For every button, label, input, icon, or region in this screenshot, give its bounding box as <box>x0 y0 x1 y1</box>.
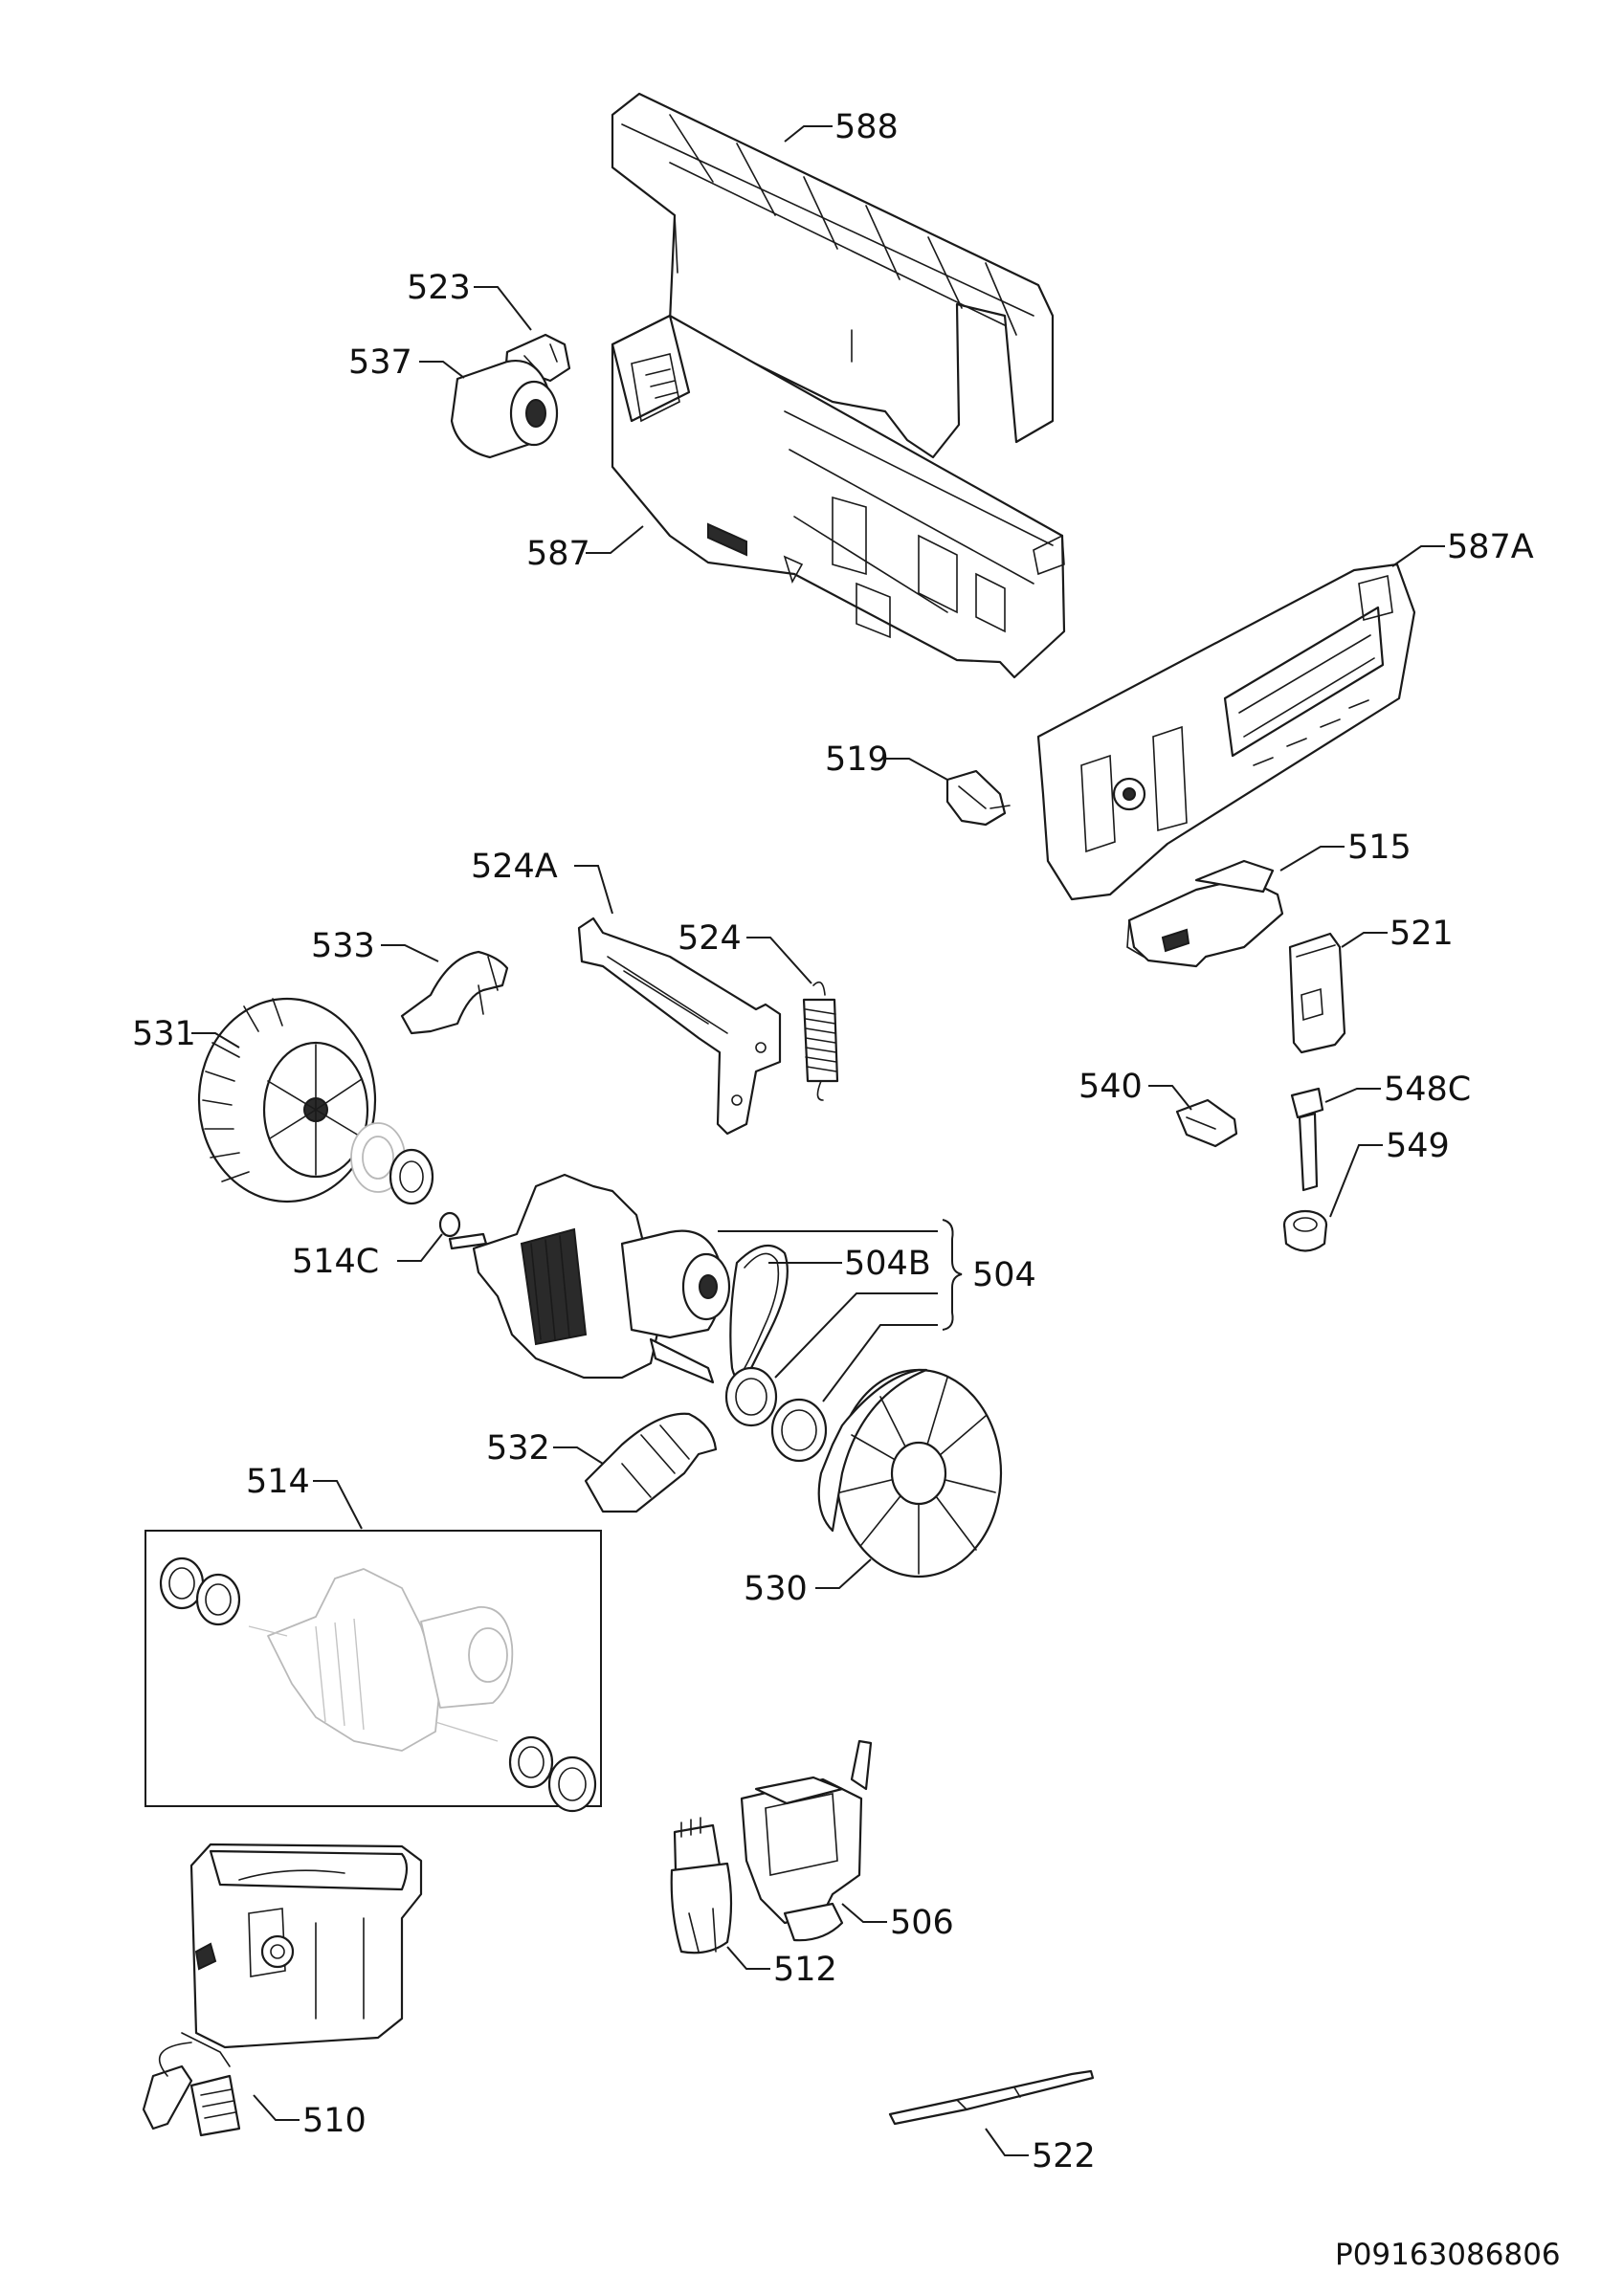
leader-531 <box>191 1032 240 1049</box>
label-532: 532 <box>486 1429 550 1468</box>
leader-522 <box>985 2128 1029 2156</box>
part-motor <box>448 1173 731 1384</box>
part-588-cover <box>611 92 1055 459</box>
leader-504-ring1 <box>774 1292 938 1379</box>
label-530: 530 <box>744 1570 808 1608</box>
leader-lines <box>191 125 1445 2156</box>
drawing-code: P09163086806 <box>1335 2238 1561 2272</box>
kit-frame <box>145 1530 602 1807</box>
label-506: 506 <box>890 1904 954 1942</box>
label-540: 540 <box>1078 1068 1143 1106</box>
leader-532 <box>553 1446 604 1465</box>
part-514-motor-kit <box>145 1530 602 1813</box>
label-523: 523 <box>407 269 471 307</box>
leader-515 <box>1279 846 1345 872</box>
leader-506 <box>841 1903 887 1923</box>
label-537: 537 <box>348 343 412 382</box>
leader-514C <box>397 1233 443 1262</box>
leader-588 <box>784 125 833 143</box>
leader-533 <box>381 944 439 962</box>
part-504B-belt <box>729 1244 789 1382</box>
part-540-switch <box>1175 1098 1238 1148</box>
leader-587 <box>586 525 644 554</box>
leader-549 <box>1329 1144 1383 1218</box>
label-522: 522 <box>1032 2137 1096 2175</box>
label-504: 504 <box>972 1256 1036 1294</box>
label-504B: 504B <box>844 1245 931 1283</box>
leader-510 <box>253 2094 300 2121</box>
part-537-capacitor <box>450 360 559 459</box>
part-521-sensor <box>1288 932 1346 1054</box>
leader-512 <box>726 1946 770 1970</box>
part-510-housing <box>181 1843 423 2067</box>
label-588: 588 <box>834 108 899 146</box>
leader-521 <box>1341 932 1388 948</box>
label-514: 514 <box>246 1463 310 1501</box>
part-549-grommet <box>1282 1209 1328 1252</box>
callout-labels: 588 523 537 587 587A 519 515 524A 524 53… <box>132 108 1534 2175</box>
label-549: 549 <box>1386 1127 1450 1165</box>
leader-548C <box>1324 1088 1381 1103</box>
brace-504 <box>942 1219 963 1331</box>
part-548C-ntc <box>1290 1087 1324 1192</box>
part-531-fan <box>197 997 377 1203</box>
part-522-strip <box>888 2069 1095 2126</box>
label-521: 521 <box>1390 915 1454 953</box>
leader-540 <box>1148 1085 1192 1111</box>
label-548C: 548C <box>1384 1071 1471 1109</box>
part-524A-bracket <box>577 916 782 1136</box>
leader-523 <box>474 286 532 331</box>
part-587-control-board <box>611 314 1066 679</box>
part-506-pump <box>740 1739 873 1942</box>
label-533: 533 <box>311 927 375 965</box>
label-514C: 514C <box>292 1243 379 1281</box>
leader-524 <box>746 937 812 984</box>
part-533-bearing-cap <box>400 950 509 1035</box>
part-bearing-rings <box>350 1122 461 1238</box>
part-530-blower <box>817 1368 1003 1578</box>
part-532-cover <box>584 1412 718 1513</box>
part-524-spring <box>802 981 839 1101</box>
leader-524A <box>574 865 613 915</box>
label-512: 512 <box>773 1951 837 1989</box>
leader-519 <box>885 758 948 781</box>
leader-514 <box>313 1480 363 1530</box>
leader-587A <box>1391 545 1445 567</box>
leader-537 <box>419 361 465 379</box>
label-524: 524 <box>678 919 742 958</box>
label-519: 519 <box>825 740 889 779</box>
label-587A: 587A <box>1447 528 1534 566</box>
label-524A: 524A <box>471 848 558 886</box>
label-587: 587 <box>526 535 590 573</box>
part-519-connector <box>945 769 1011 827</box>
part-512-pressure-switch <box>670 1817 733 1954</box>
leader-504-ring2 <box>822 1324 938 1402</box>
label-510: 510 <box>302 2102 367 2140</box>
part-587A-display-board <box>1036 563 1416 901</box>
part-seal-rings <box>724 1366 828 1463</box>
label-515: 515 <box>1347 828 1412 867</box>
part-510-connector <box>142 2042 241 2137</box>
label-531: 531 <box>132 1015 196 1053</box>
leader-530 <box>815 1558 872 1589</box>
part-515-switch <box>1126 859 1284 968</box>
